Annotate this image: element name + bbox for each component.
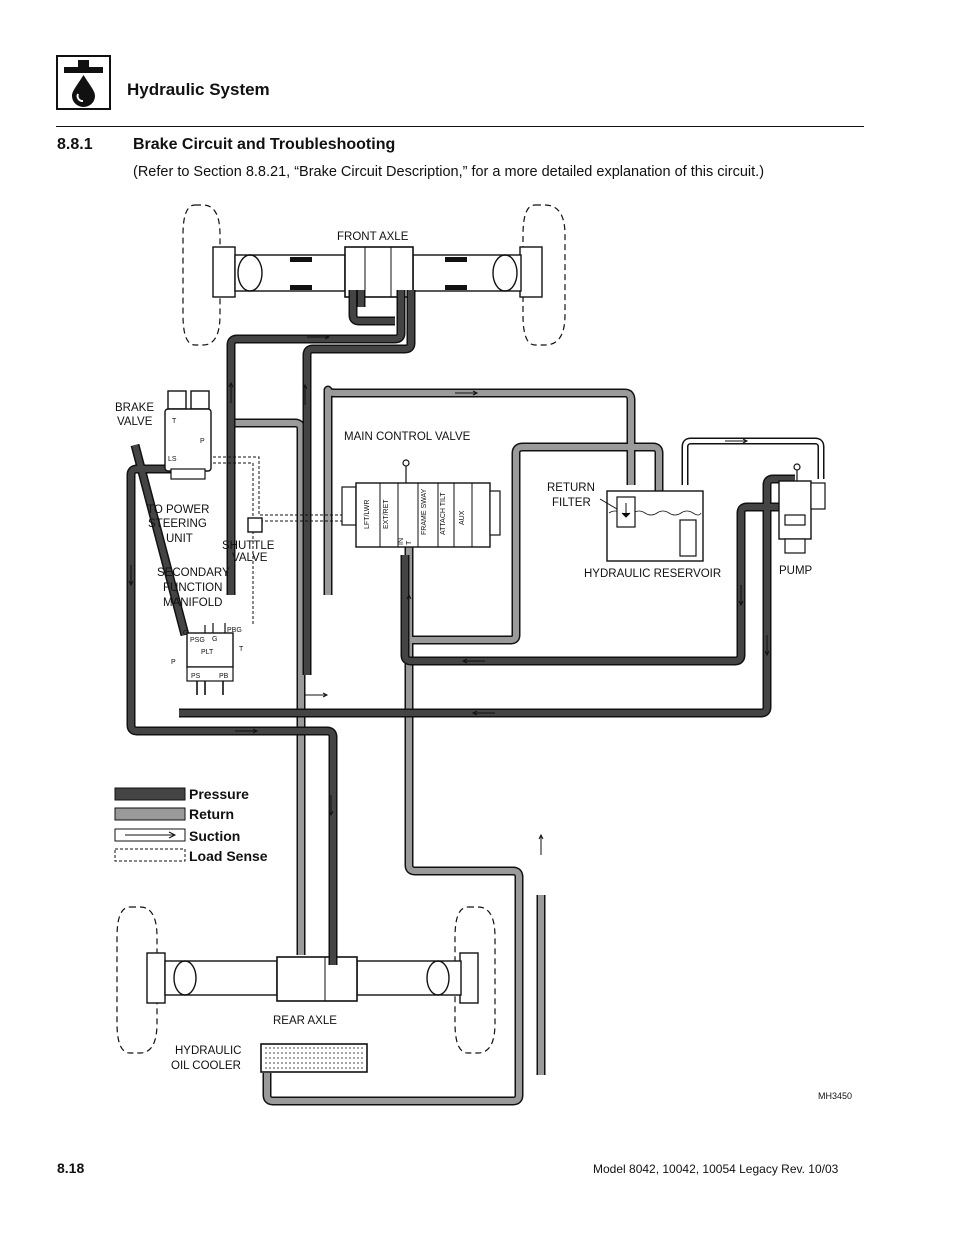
manifold-port-g: G bbox=[212, 636, 217, 643]
valve-port-t: T bbox=[406, 540, 413, 545]
brake-valve-label-2: VALVE bbox=[117, 416, 153, 428]
valve-port-in: IN bbox=[398, 538, 405, 545]
main-control-valve bbox=[341, 459, 501, 548]
return-filter-label-1: RETURN bbox=[547, 482, 595, 494]
manifold-port-ps: PS bbox=[191, 673, 201, 680]
page-number: 8.18 bbox=[57, 1160, 85, 1176]
header-rule bbox=[56, 126, 864, 127]
hydraulic-oil-cooler bbox=[260, 1043, 368, 1073]
rear-axle-label: REAR AXLE bbox=[273, 1015, 337, 1027]
legend-swatch-load-sense bbox=[114, 848, 186, 862]
valve-section-1: EXT/RET bbox=[383, 499, 390, 529]
reservoir-label: HYDRAULIC RESERVOIR bbox=[584, 568, 721, 580]
rear-left-wheel bbox=[116, 906, 158, 1054]
load-sense-lines bbox=[203, 456, 343, 625]
brake-valve-port-p: P bbox=[200, 438, 205, 445]
power-steering-label-1: TO POWER bbox=[147, 504, 209, 516]
valve-section-4: AUX bbox=[459, 510, 466, 525]
manifold-label-1: SECONDARY bbox=[157, 567, 230, 579]
valve-section-3: ATTACH TILT bbox=[440, 492, 447, 535]
manifold-label-2: FUNCTION bbox=[163, 582, 222, 594]
manifold-port-psg: PSG bbox=[190, 637, 205, 644]
legend-suction: Suction bbox=[189, 828, 240, 844]
return-lines bbox=[235, 387, 662, 1104]
pump-label: PUMP bbox=[779, 565, 813, 577]
legend: Pressure Return Suction Load Sense bbox=[114, 786, 268, 864]
manifold-port-p: P bbox=[171, 659, 176, 666]
intro-text: (Refer to Section 8.8.21, “Brake Circuit… bbox=[133, 164, 765, 180]
rear-axle bbox=[146, 952, 479, 1004]
legend-pressure: Pressure bbox=[189, 786, 249, 802]
subsection-number: 8.8.1 bbox=[57, 136, 93, 153]
suction-lines bbox=[683, 439, 823, 485]
power-steering-label-2: STEERING bbox=[148, 518, 207, 530]
shuttle-valve bbox=[247, 517, 263, 533]
legend-return: Return bbox=[189, 806, 234, 822]
manifold-port-plt: PLT bbox=[201, 649, 214, 656]
brake-valve bbox=[164, 390, 212, 480]
shuttle-valve-label-2: VALVE bbox=[232, 552, 268, 564]
shuttle-valve-label-1: SHUTTLE bbox=[222, 540, 275, 552]
subsection-title: Brake Circuit and Troubleshooting bbox=[133, 136, 396, 153]
front-right-wheel bbox=[522, 204, 566, 346]
legend-swatch-return bbox=[114, 807, 186, 821]
valve-section-2: FRAME SWAY bbox=[421, 488, 428, 535]
hydraulic-pump bbox=[778, 463, 826, 554]
pressure-lines bbox=[128, 290, 795, 965]
manifold-label-3: MANIFOLD bbox=[163, 597, 222, 609]
manifold-port-pb: PB bbox=[219, 673, 229, 680]
manifold-port-t: T bbox=[239, 646, 244, 653]
brake-valve-port-t: T bbox=[172, 418, 177, 425]
legend-load-sense: Load Sense bbox=[189, 848, 268, 864]
manifold-port-pbg: PBG bbox=[227, 627, 242, 634]
legend-swatch-pressure bbox=[114, 787, 186, 801]
oil-cooler-label-1: HYDRAULIC bbox=[175, 1045, 241, 1057]
valve-section-0: LFT/LWR bbox=[364, 500, 371, 529]
brake-circuit-diagram: FRONT AXLE REAR AXLE HYDRAULIC OIL COOLE… bbox=[114, 204, 852, 1106]
suction-lines-outline bbox=[681, 437, 825, 485]
flow-direction-arrows bbox=[128, 334, 770, 855]
section-title: Hydraulic System bbox=[127, 80, 270, 99]
brake-valve-label-1: BRAKE bbox=[115, 402, 154, 414]
front-axle-label: FRONT AXLE bbox=[337, 231, 409, 243]
main-control-valve-label: MAIN CONTROL VALVE bbox=[344, 431, 471, 443]
brake-valve-port-ls: LS bbox=[168, 456, 177, 463]
front-left-wheel bbox=[182, 204, 221, 346]
secondary-function-manifold bbox=[186, 623, 234, 695]
hydraulic-fluid-drop-icon bbox=[56, 55, 111, 110]
oil-cooler-label-2: OIL COOLER bbox=[171, 1060, 241, 1072]
return-filter bbox=[599, 496, 636, 528]
model-revision: Model 8042, 10042, 10054 Legacy Rev. 10/… bbox=[593, 1162, 839, 1176]
figure-id: MH3450 bbox=[818, 1091, 852, 1101]
power-steering-label-3: UNIT bbox=[166, 533, 193, 545]
front-axle bbox=[212, 246, 543, 298]
manifold-port-c: C bbox=[183, 630, 188, 637]
return-filter-label-2: FILTER bbox=[552, 497, 591, 509]
rear-right-wheel bbox=[454, 906, 496, 1054]
